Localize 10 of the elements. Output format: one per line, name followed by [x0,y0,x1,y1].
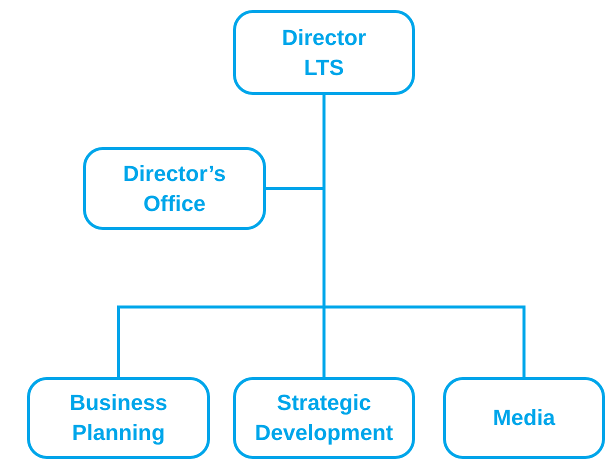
role-title: Media [492,404,556,432]
role-title: Director LTS [280,24,368,82]
role-title: Business Planning [68,389,168,447]
org-box [233,377,415,459]
role-title: Strategic Development [254,389,394,447]
org-box [443,377,605,459]
org-box [27,377,210,459]
org-box [233,10,415,95]
org-box [83,147,266,230]
role-title: Director’s Office [122,160,227,218]
